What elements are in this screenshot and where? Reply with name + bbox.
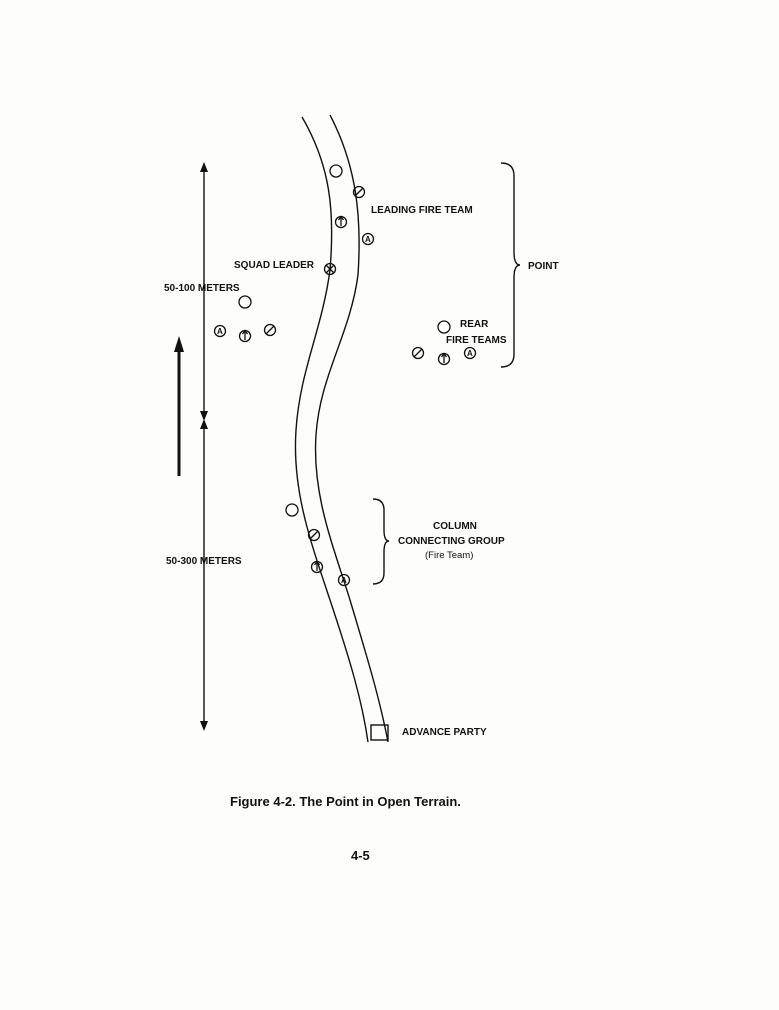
- distance-label-upper: 50-100 METERS: [164, 283, 240, 294]
- automatic-rifleman-symbol: A: [337, 573, 351, 587]
- team-leader-symbol: [285, 503, 299, 517]
- advance-party-symbol: [370, 724, 389, 741]
- team-leader-symbol: [437, 320, 451, 334]
- connecting-group: A: [285, 503, 351, 587]
- rear-label: REAR: [460, 319, 489, 330]
- road-right-edge: [314, 114, 389, 743]
- distance-arrow-upper: [200, 162, 208, 421]
- automatic-rifleman-symbol: A: [213, 324, 227, 338]
- connecting-group-label: CONNECTING GROUP: [398, 536, 505, 547]
- automatic-rifleman-symbol: A: [361, 232, 375, 246]
- rifleman-symbol: [310, 560, 324, 574]
- page-number: 4-5: [351, 848, 370, 863]
- column-label: COLUMN: [433, 521, 477, 532]
- grenadier-symbol: [263, 323, 277, 337]
- automatic-rifleman-symbol: A: [463, 346, 477, 360]
- squad-leader-symbol: [323, 262, 337, 276]
- road-left-edge: [294, 116, 369, 743]
- point-label: POINT: [528, 261, 559, 272]
- distance-label-lower: 50-300 METERS: [166, 556, 242, 567]
- rifleman-symbol: [334, 215, 348, 229]
- svg-text:A: A: [341, 576, 347, 585]
- squad-leader-label: SQUAD LEADER: [234, 260, 315, 271]
- direction-of-movement-arrow: [174, 336, 184, 476]
- grenadier-symbol: [411, 346, 425, 360]
- fire-team-label: (Fire Team): [425, 550, 473, 561]
- leading-fire-team-group: A: [329, 164, 375, 246]
- left-rear-fire-team: A: [213, 295, 277, 343]
- point-brace: [500, 162, 521, 368]
- team-leader-symbol: [238, 295, 252, 309]
- right-rear-fire-team: A: [411, 320, 477, 366]
- grenadier-symbol: [352, 185, 366, 199]
- rifleman-symbol: [238, 329, 252, 343]
- road: [294, 114, 389, 743]
- svg-text:A: A: [365, 235, 371, 244]
- svg-text:A: A: [467, 349, 473, 358]
- distance-arrow-lower: [200, 419, 208, 731]
- svg-text:A: A: [217, 327, 223, 336]
- connecting-group-brace: [372, 498, 390, 585]
- leading-fire-team-label: LEADING FIRE TEAM: [371, 205, 473, 216]
- figure-caption: Figure 4-2. The Point in Open Terrain.: [230, 794, 461, 809]
- team-leader-symbol: [329, 164, 343, 178]
- grenadier-symbol: [307, 528, 321, 542]
- rifleman-symbol: [437, 352, 451, 366]
- advance-party-label: ADVANCE PARTY: [402, 727, 487, 738]
- fire-teams-label: FIRE TEAMS: [446, 335, 507, 346]
